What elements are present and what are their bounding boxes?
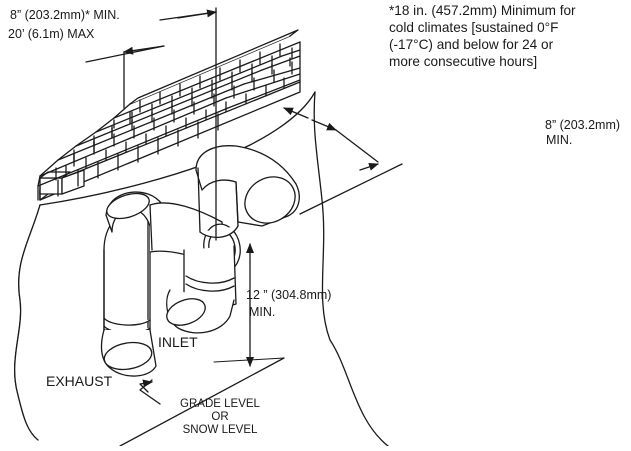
- inlet-label: INLET: [158, 334, 198, 350]
- wall-right-edge: [313, 91, 389, 447]
- brick-wall: [37, 29, 301, 201]
- note-line-1: *18 in. (457.2mm) Minimum for: [389, 3, 576, 18]
- top-dimension: [85, 7, 217, 241]
- grade-line-1: GRADE LEVEL: [180, 398, 260, 410]
- upper-elbow: [195, 145, 300, 238]
- note-line-3: (-17°C) and below for 24 or: [389, 37, 554, 52]
- vertical-dimension: [119, 243, 285, 447]
- note-line-2: cold climates [sustained 0°F: [389, 20, 559, 35]
- cold-climate-note: *18 in. (457.2mm) Minimum for cold clima…: [389, 2, 627, 70]
- note-line-4: more consecutive hours]: [389, 54, 538, 69]
- grade-line-2: OR: [211, 411, 229, 423]
- side-dimension: [283, 107, 403, 215]
- wall-left-edge: [14, 204, 41, 441]
- top-clearance-max-label: 20’ (6.1m) MAX: [8, 27, 95, 41]
- side-clearance-value: 8” (203.2mm): [545, 118, 621, 132]
- vertical-clearance-value: 12 ” (304.8mm): [246, 288, 332, 302]
- grade-pointer: [139, 379, 161, 405]
- vertical-clearance-min: MIN.: [249, 305, 276, 319]
- grade-line-3: SNOW LEVEL: [182, 424, 258, 436]
- exhaust-label: EXHAUST: [46, 373, 113, 389]
- grade-level-label: GRADE LEVEL OR SNOW LEVEL: [168, 398, 272, 437]
- side-clearance-min: MIN.: [546, 133, 573, 147]
- top-clearance-min-label: 8” (203.2mm)* MIN.: [10, 8, 120, 22]
- inlet-pipe: [166, 223, 241, 334]
